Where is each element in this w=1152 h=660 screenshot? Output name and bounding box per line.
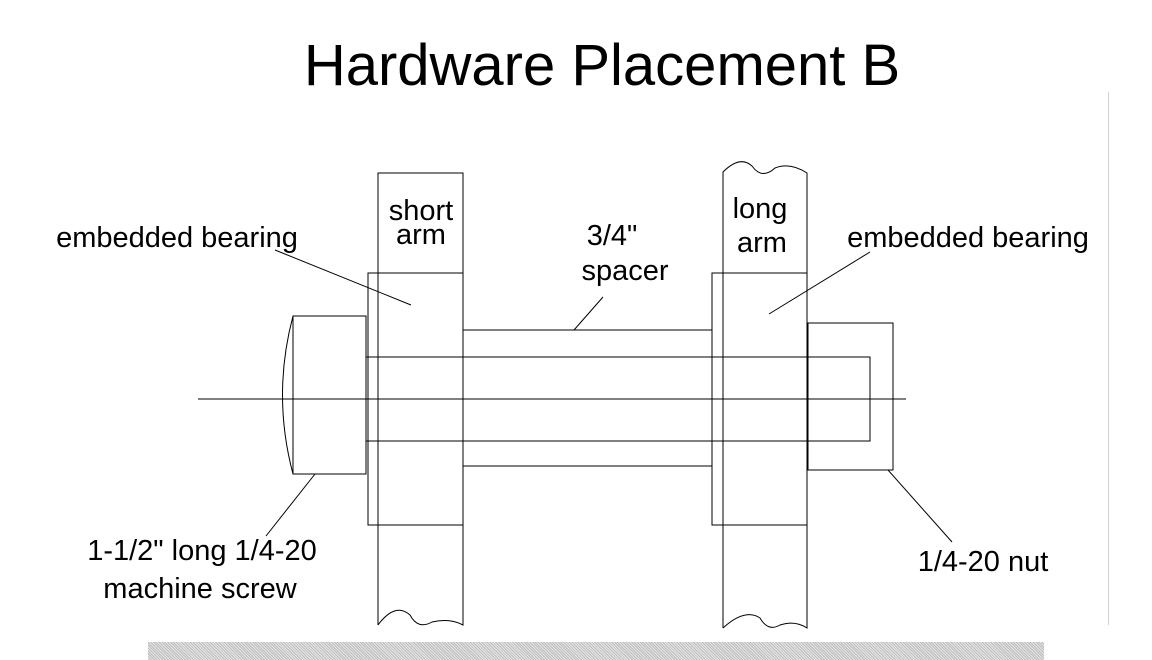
nut bbox=[807, 322, 894, 471]
short-arm bbox=[377, 172, 464, 626]
screw-head bbox=[292, 315, 367, 475]
long-arm bbox=[722, 161, 808, 629]
spacer-label-2: spacer bbox=[581, 255, 668, 287]
long-arm-label-1: long bbox=[733, 193, 788, 225]
long-arm-label-2: arm bbox=[737, 227, 787, 259]
screw-label-1: 1-1/2" long 1/4-20 bbox=[87, 535, 317, 567]
leader-bearing-left bbox=[274, 249, 412, 306]
short-arm-label-2: arm bbox=[396, 219, 446, 251]
page-edge-line bbox=[1108, 92, 1109, 625]
leader-spacer bbox=[573, 296, 604, 331]
spacer-label-1: 3/4" bbox=[587, 220, 638, 252]
nut-label: 1/4-20 nut bbox=[918, 546, 1049, 578]
spacer bbox=[463, 329, 712, 467]
screw-head-dome bbox=[282, 315, 294, 475]
leader-bearing-right bbox=[768, 251, 871, 315]
page-shadow-bar bbox=[148, 642, 1044, 660]
screw-label-2: machine screw bbox=[103, 573, 297, 605]
diagram-title: Hardware Placement B bbox=[304, 33, 900, 98]
bearing-right-label: embedded bearing bbox=[847, 222, 1089, 254]
leader-screw bbox=[265, 473, 316, 537]
short-arm-label-1: short bbox=[389, 195, 453, 227]
bearing-left-label: embedded bearing bbox=[56, 222, 298, 254]
leader-nut bbox=[887, 469, 953, 543]
